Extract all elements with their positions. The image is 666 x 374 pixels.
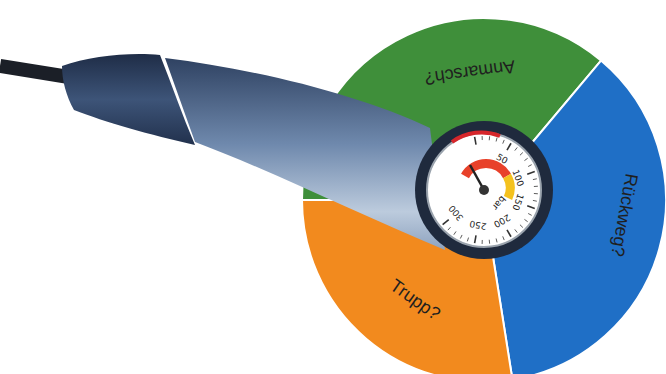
gauge-scale-label: bar	[491, 194, 508, 212]
gauge-tick	[454, 231, 456, 234]
gauge-tick	[496, 239, 498, 243]
gauge-tick	[475, 235, 476, 243]
gauge-tick	[507, 143, 511, 150]
gauge-tick	[524, 158, 527, 160]
gauge-tick	[503, 140, 504, 144]
gauge-tick	[443, 220, 449, 225]
gauge-tick	[533, 200, 537, 202]
gauge-tick	[489, 136, 490, 140]
gauge-tick	[515, 229, 517, 232]
gauge-tick	[507, 230, 511, 237]
gauge-tick	[475, 137, 476, 145]
gauge-hub	[479, 185, 489, 195]
gauge-scale-label: 250	[468, 219, 487, 232]
gauge-face	[427, 133, 541, 247]
gauge-tick	[533, 178, 537, 180]
gauge-scale-label: 50	[495, 152, 510, 166]
gauge-tick	[489, 240, 490, 244]
gauge-tick	[467, 238, 468, 242]
gauge-tick	[520, 225, 523, 228]
gauge-tick	[460, 235, 462, 239]
gauge-tick	[482, 240, 483, 244]
gauge-tick	[482, 136, 483, 140]
gauge-tick	[528, 165, 532, 167]
gauge-tick	[503, 236, 504, 240]
hose-sleeve	[62, 54, 195, 145]
gauge-tick	[515, 147, 517, 150]
gauge-tick	[527, 206, 535, 209]
gauge-tick	[520, 152, 523, 155]
gauge-scale-label: 200	[492, 213, 512, 230]
gauge-tick	[527, 172, 535, 175]
gauge-tick	[448, 227, 451, 230]
gauge-ticks	[443, 136, 538, 244]
gauge-scale-label: 300	[447, 203, 466, 223]
gauge-yellow-zone	[507, 176, 510, 198]
gauge-bezel	[415, 121, 553, 259]
gauge-tick	[496, 138, 498, 142]
gauge-tick	[534, 186, 538, 187]
gauge-scale-label: 150	[510, 193, 525, 213]
hose-body	[165, 58, 445, 250]
gauge-scale-label: 100	[510, 168, 525, 188]
gauge-tick	[534, 193, 538, 194]
gauge-tick	[524, 219, 527, 221]
gauge-tick	[528, 213, 532, 215]
